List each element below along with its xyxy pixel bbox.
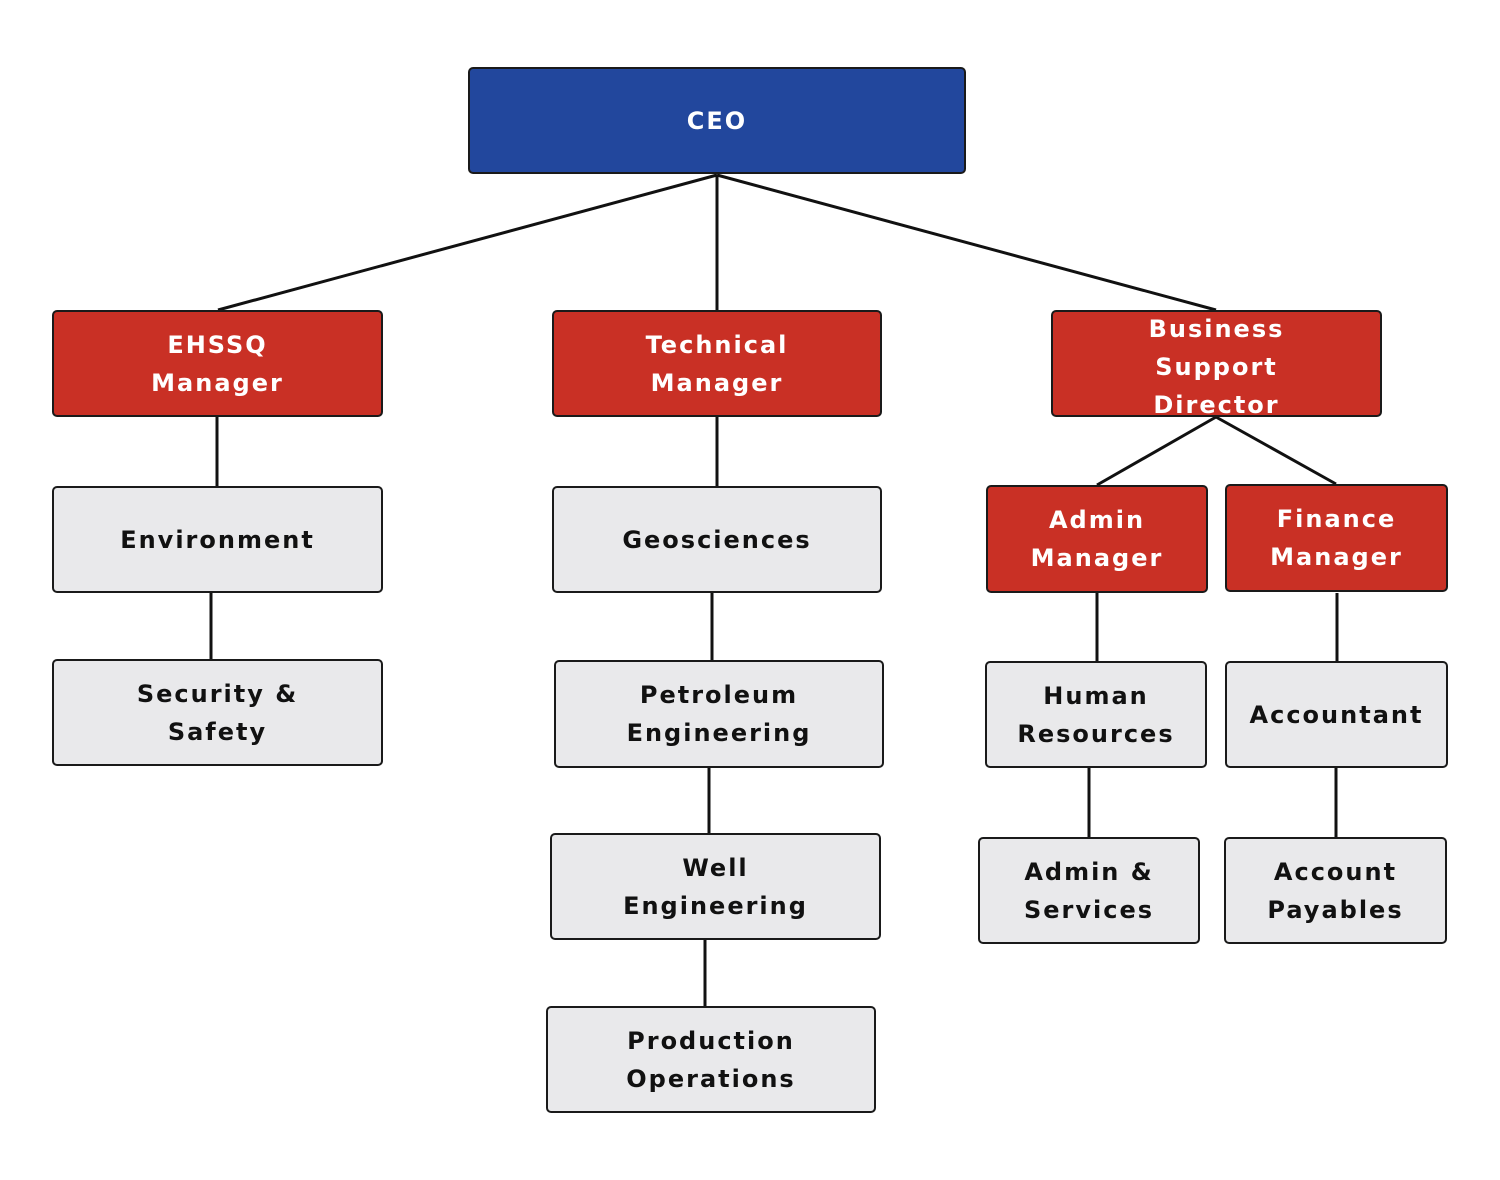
business-support-director-label: Business Support Director: [1148, 315, 1285, 419]
ehssq-manager-label: EHSSQ Manager: [151, 330, 284, 397]
security-safety-box[interactable]: Security & Safety: [52, 659, 383, 766]
connector-business-admin: [1096, 415, 1217, 487]
production-operations-box[interactable]: Production Operations: [546, 1006, 876, 1113]
finance-manager-box[interactable]: Finance Manager: [1225, 484, 1448, 592]
petroleum-engineering-box[interactable]: Petroleum Engineering: [554, 660, 884, 768]
technical-manager-box[interactable]: Technical Manager: [552, 310, 882, 417]
geosciences-label: Geosciences: [622, 525, 812, 554]
ceo-box[interactable]: CEO: [468, 67, 966, 174]
admin-services-label: Admin & Services: [1023, 857, 1155, 924]
account-payables-box[interactable]: Account Payables: [1224, 837, 1447, 944]
business-support-director-box[interactable]: Business Support Director: [1051, 310, 1382, 419]
accountant-box[interactable]: Accountant: [1225, 661, 1448, 768]
well-engineering-box[interactable]: Well Engineering: [550, 833, 881, 940]
technical-manager-label: Technical Manager: [645, 330, 789, 397]
account-payables-label: Account Payables: [1267, 857, 1404, 924]
admin-manager-box[interactable]: Admin Manager: [986, 485, 1208, 593]
human-resources-box[interactable]: Human Resources: [985, 661, 1207, 768]
connector-ceo-business: [716, 173, 1217, 312]
connector-business-finance: [1215, 415, 1337, 486]
admin-services-box[interactable]: Admin & Services: [978, 837, 1200, 944]
production-operations-label: Production Operations: [626, 1026, 796, 1093]
security-safety-label: Security & Safety: [136, 679, 299, 746]
geosciences-box[interactable]: Geosciences: [552, 486, 882, 593]
well-engineering-label: Well Engineering: [623, 853, 808, 920]
accountant-label: Accountant: [1249, 700, 1424, 729]
admin-manager-label: Admin Manager: [1030, 506, 1164, 572]
finance-manager-label: Finance Manager: [1270, 505, 1403, 571]
petroleum-engineering-label: Petroleum Engineering: [626, 681, 812, 747]
human-resources-label: Human Resources: [1017, 681, 1175, 748]
environment-box[interactable]: Environment: [52, 486, 383, 593]
connector-ceo-ehssq: [217, 173, 718, 312]
ceo-label: CEO: [686, 106, 748, 135]
environment-label: Environment: [120, 525, 315, 554]
ehssq-manager-box[interactable]: EHSSQ Manager: [52, 310, 383, 417]
